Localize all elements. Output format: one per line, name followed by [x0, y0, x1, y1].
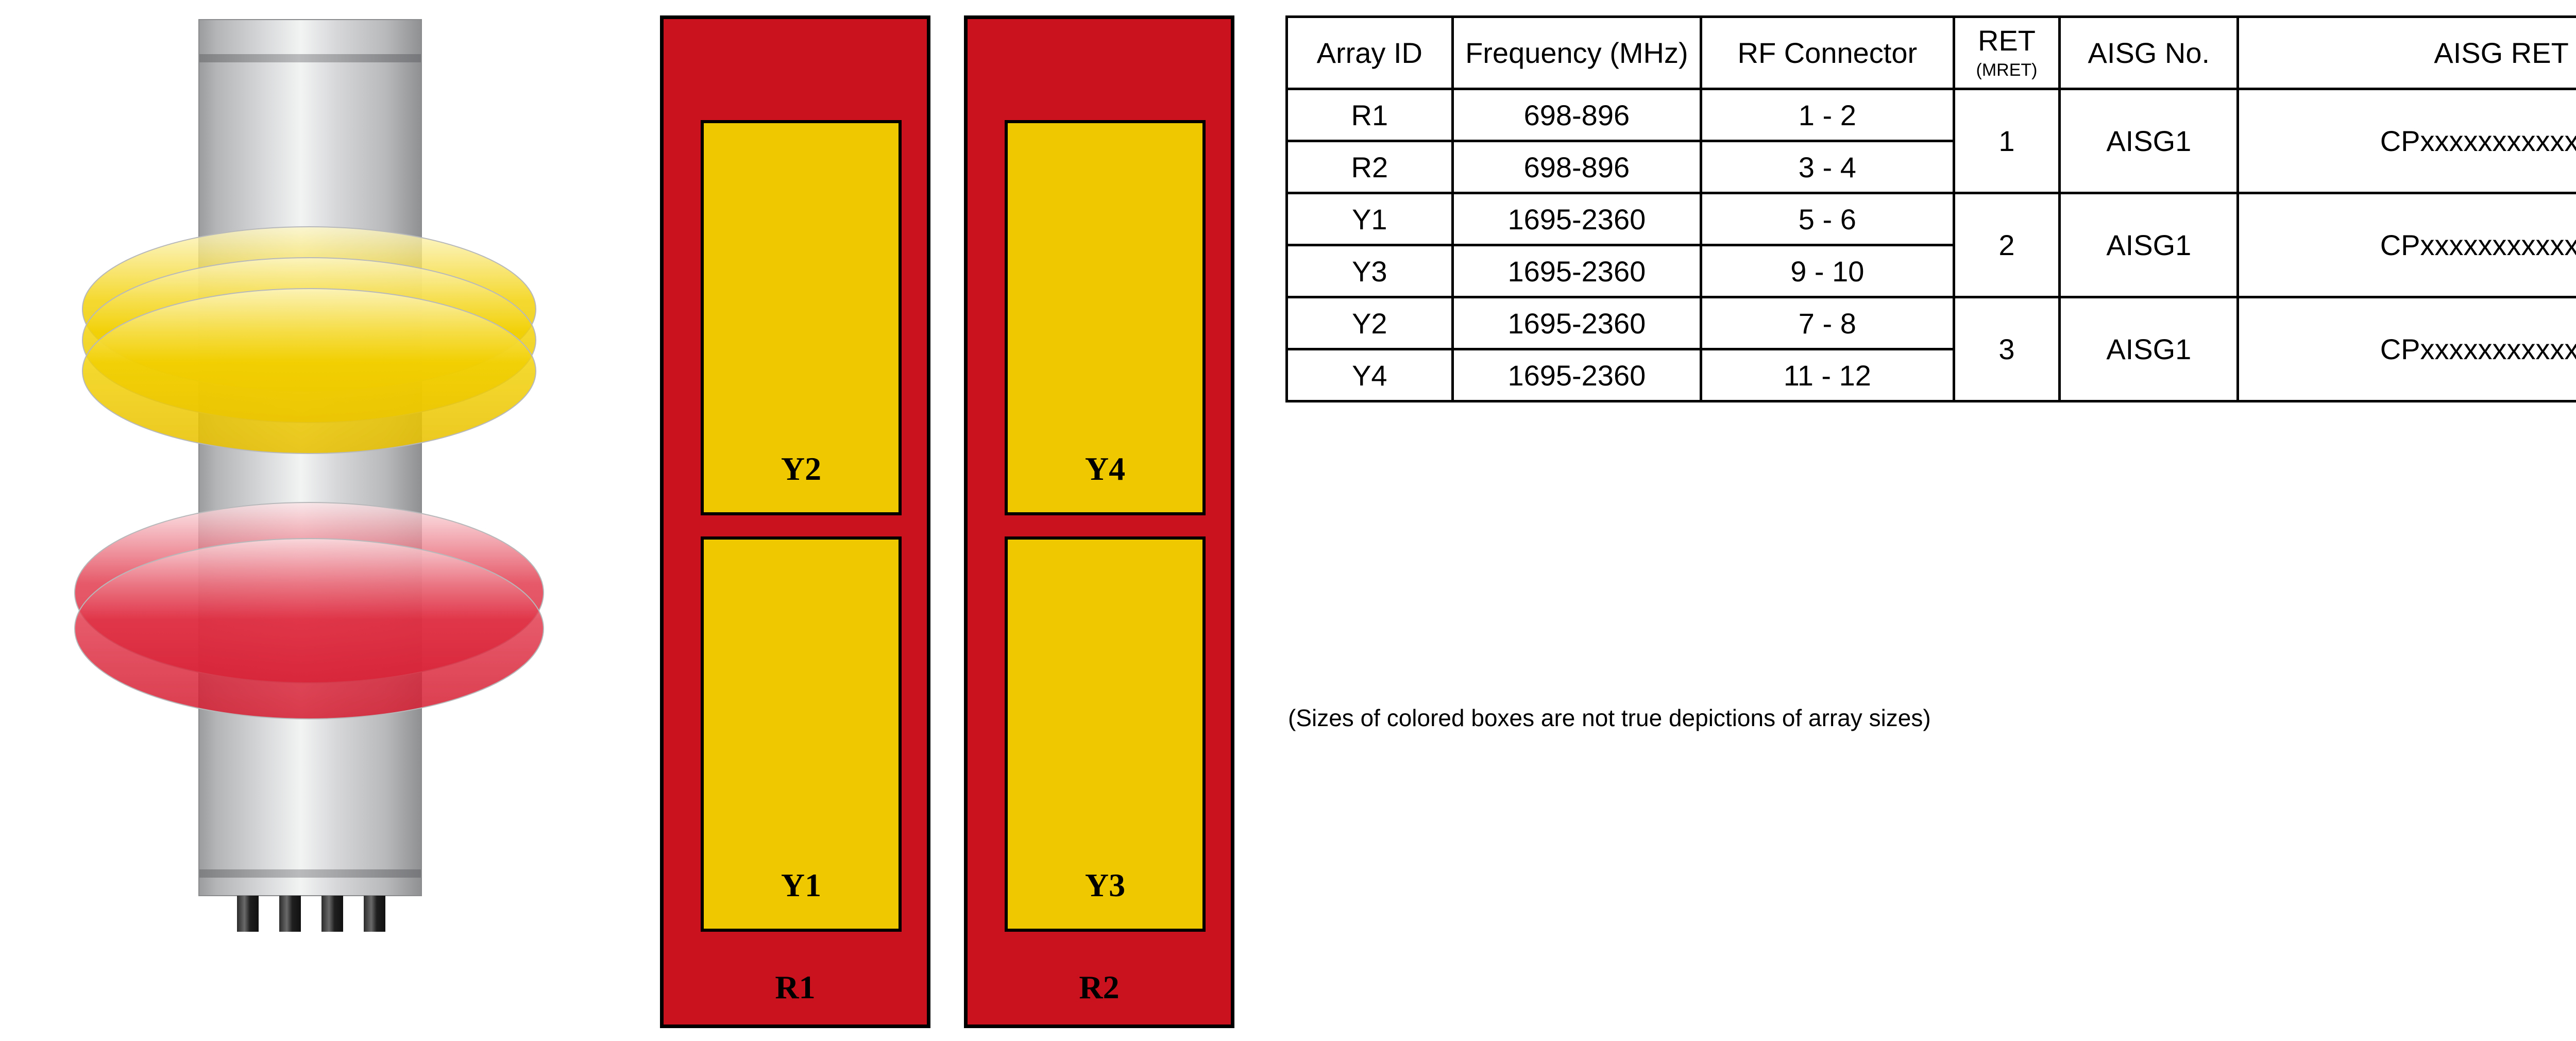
cell-ret: 1 — [1952, 88, 2061, 194]
cell-frequency: 1695-2360 — [1451, 348, 1703, 402]
ret-configuration-table: Array ID Frequency (MHz) RF Connector RE… — [1285, 15, 2576, 402]
array-panel-base-label: R2 — [1079, 969, 1120, 1005]
cell-rf-connector: 3 - 4 — [1700, 140, 1955, 194]
cell-array-id: Y1 — [1285, 192, 1454, 246]
array-panel-r2: Y4 Y3 R2 — [964, 15, 1234, 1028]
antenna-beam-illustration — [31, 0, 587, 1041]
ret-configuration-table-wrapper: Array ID Frequency (MHz) RF Connector RE… — [1285, 15, 2576, 402]
cell-frequency: 1695-2360 — [1451, 244, 1703, 298]
cell-array-id: R2 — [1285, 140, 1454, 194]
cell-array-id: Y4 — [1285, 348, 1454, 402]
cell-aisg-ret-uid: CPxxxxxxxxxxxxxMM.3 — [2236, 296, 2576, 402]
array-cell-y4: Y4 — [1005, 120, 1206, 515]
table-caption: (Sizes of colored boxes are not true dep… — [1288, 704, 1931, 731]
cell-rf-connector: 9 - 10 — [1700, 244, 1955, 298]
cell-ret: 3 — [1952, 296, 2061, 402]
table-row: R1 698-896 1 - 2 1 AISG1 CPxxxxxxxxxxxxx… — [1285, 88, 2576, 194]
red-beam-discs — [74, 502, 544, 719]
column-header-aisg-no: AISG No. — [2058, 15, 2240, 90]
table-row: R2 698-896 3 - 4 — [1285, 140, 2576, 194]
cell-aisg-ret-uid: CPxxxxxxxxxxxxxMM.2 — [2236, 192, 2576, 298]
cell-frequency: 1695-2360 — [1451, 192, 1703, 246]
array-cell-y2: Y2 — [701, 120, 902, 515]
cell-aisg-no: AISG1 — [2058, 88, 2240, 194]
column-header-ret-sub: (MRET) — [1976, 60, 2038, 80]
cell-aisg-no: AISG1 — [2058, 296, 2240, 402]
cell-ret: 2 — [1952, 192, 2061, 298]
column-header-frequency: Frequency (MHz) — [1451, 15, 1703, 90]
table-header-row: Array ID Frequency (MHz) RF Connector RE… — [1285, 15, 2576, 90]
cell-frequency: 698-896 — [1451, 88, 1703, 142]
cell-rf-connector: 11 - 12 — [1700, 348, 1955, 402]
table-row: Y3 1695-2360 9 - 10 — [1285, 244, 2576, 298]
array-cell-y1: Y1 — [701, 536, 902, 932]
column-header-array-id: Array ID — [1285, 15, 1454, 90]
cell-array-id: R1 — [1285, 88, 1454, 142]
cell-array-id: Y3 — [1285, 244, 1454, 298]
cell-aisg-no: AISG1 — [2058, 192, 2240, 298]
array-cell-label: Y4 — [1084, 450, 1126, 487]
column-header-ret-main: RET — [1978, 24, 2036, 57]
table-row: Y4 1695-2360 11 - 12 — [1285, 348, 2576, 402]
cell-frequency: 698-896 — [1451, 140, 1703, 194]
column-header-rf-connector: RF Connector — [1700, 15, 1955, 90]
cell-rf-connector: 5 - 6 — [1700, 192, 1955, 246]
array-cell-label: Y3 — [1084, 867, 1126, 903]
column-header-ret: RET (MRET) — [1952, 15, 2061, 90]
array-cell-y3: Y3 — [1005, 536, 1206, 932]
cell-frequency: 1695-2360 — [1451, 296, 1703, 350]
table-row: Y1 1695-2360 5 - 6 2 AISG1 CPxxxxxxxxxxx… — [1285, 192, 2576, 298]
antenna-mast — [198, 19, 422, 896]
table-body: R1 698-896 1 - 2 1 AISG1 CPxxxxxxxxxxxxx… — [1285, 88, 2576, 402]
cell-rf-connector: 7 - 8 — [1700, 296, 1955, 350]
array-cell-label: Y2 — [781, 450, 822, 487]
table-row: Y2 1695-2360 7 - 8 3 AISG1 CPxxxxxxxxxxx… — [1285, 296, 2576, 402]
cell-rf-connector: 1 - 2 — [1700, 88, 1955, 142]
cell-aisg-ret-uid: CPxxxxxxxxxxxxxMM.1 — [2236, 88, 2576, 194]
array-panel-r1: Y2 Y1 R1 — [660, 15, 930, 1028]
cell-array-id: Y2 — [1285, 296, 1454, 350]
array-cell-label: Y1 — [781, 867, 822, 903]
column-header-aisg-ret-uid: AISG RET UID — [2236, 15, 2576, 90]
array-panel-diagram: Y2 Y1 R1 Y4 Y3 R2 — [660, 15, 1268, 1031]
array-panel-base-label: R1 — [775, 969, 816, 1005]
yellow-beam-discs — [82, 226, 536, 454]
antenna-connectors — [237, 896, 385, 932]
